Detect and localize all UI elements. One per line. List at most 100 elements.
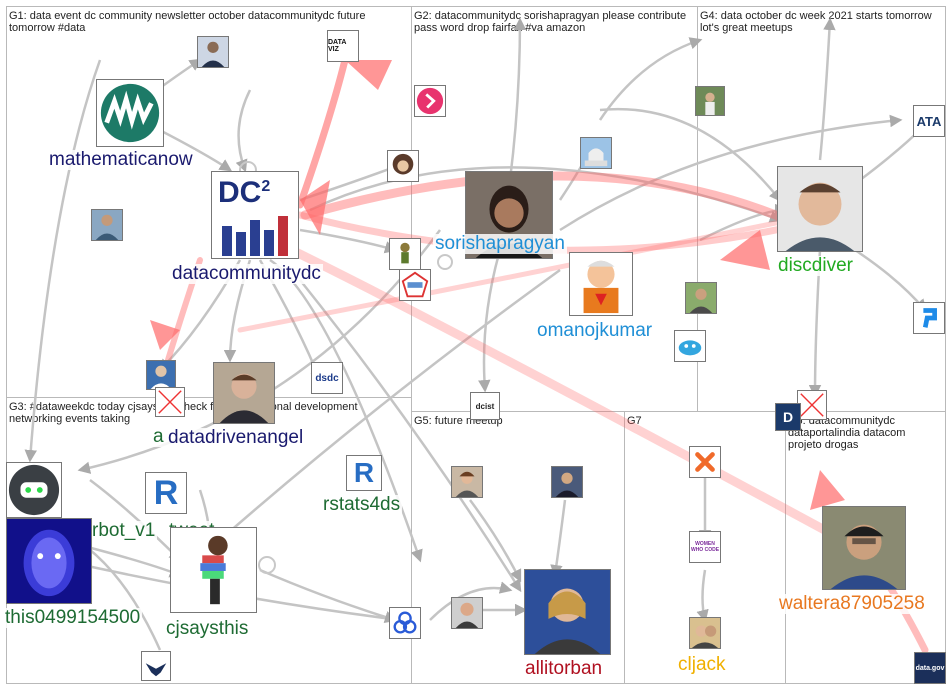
avatar-this0499154500[interactable] — [6, 518, 92, 604]
avatar-mathematicanow[interactable] — [96, 79, 164, 147]
person-icon — [686, 283, 716, 313]
avatar-data-viz[interactable]: DATA VIZ — [327, 30, 359, 62]
avatar-capitol[interactable] — [580, 137, 612, 169]
avatar-dsdc[interactable]: dsdc — [311, 362, 343, 394]
avatar-cljack[interactable] — [689, 617, 721, 649]
group-title-g7: G7 — [627, 415, 642, 427]
person-photo-icon — [778, 167, 862, 251]
bar-logo-icon — [222, 216, 288, 256]
person-icon — [198, 37, 228, 67]
red-arrowheads — [150, 60, 845, 510]
avatar-user-suit[interactable] — [197, 36, 229, 68]
broken-image-icon — [156, 388, 184, 416]
avatar-datacommunitydc[interactable]: DC2 — [211, 171, 299, 259]
person-icon — [147, 361, 175, 389]
person-photo-icon — [214, 363, 274, 423]
avatar-badge-logo[interactable] — [399, 269, 431, 301]
dark-logo-letter: D — [782, 409, 794, 425]
mathematica-logo-icon — [97, 80, 163, 146]
avatar-user-stage[interactable] — [551, 466, 583, 498]
blue-logo-icon — [914, 303, 944, 333]
avatar-user-outdoor[interactable] — [695, 86, 725, 116]
label-cljack: cljack — [676, 654, 728, 675]
label-rstats4ds: rstats4ds — [321, 494, 403, 515]
red-edges — [162, 56, 929, 654]
women-who-code-logo: WOMEN WHO CODE — [690, 541, 720, 553]
cartoon-books-icon — [171, 528, 256, 612]
label-sorishapragyan: sorishapragyan — [433, 233, 567, 254]
person-icon — [92, 210, 122, 240]
cloud-icon — [675, 331, 705, 361]
dsdc-logo: dsdc — [315, 372, 339, 384]
avatar-rstats4ds[interactable]: R — [346, 455, 382, 491]
person-photo-icon — [823, 507, 905, 589]
person-icon — [452, 598, 482, 628]
avatar-r-tweet[interactable]: R — [145, 472, 187, 514]
avatar-data-gov[interactable]: data.gov — [914, 652, 946, 684]
avatar-broken-image-1[interactable] — [155, 387, 185, 417]
label-rbot: rbot_v1 — [90, 520, 158, 541]
cartoon-person-icon — [388, 151, 418, 181]
cartoon-hero-icon — [570, 253, 632, 315]
person-icon — [690, 618, 720, 648]
digital-face-icon — [7, 519, 91, 603]
avatar-user-laptop[interactable] — [91, 209, 123, 241]
label-a-fragment: a — [151, 426, 166, 447]
avatar-datadrivenangel[interactable] — [213, 362, 275, 424]
dc2-logo-sup: 2 — [261, 178, 271, 195]
person-photo-icon — [525, 570, 610, 654]
avatar-pink-logo[interactable] — [414, 85, 446, 117]
label-omanojkumar: omanojkumar — [535, 320, 655, 341]
group-panel-g6 — [785, 411, 946, 684]
avatar-orange-x[interactable] — [689, 446, 721, 478]
avatar-blue-p[interactable] — [913, 302, 945, 334]
group-title-g1: G1: data event dc community newsletter o… — [9, 10, 366, 34]
label-discdiver: discdiver — [776, 255, 855, 276]
person-icon — [452, 467, 482, 497]
label-datadrivenangel: datadrivenangel — [166, 427, 306, 448]
dcist-logo: dcist — [475, 401, 495, 411]
label-waltera87905258: waltera87905258 — [777, 593, 927, 614]
avatar-user-man[interactable] — [451, 597, 483, 629]
avatar-women-who-code[interactable]: WOMEN WHO CODE — [689, 531, 721, 563]
avatar-user-small-1[interactable] — [146, 360, 176, 390]
avatar-broken-image-2[interactable] — [797, 390, 827, 420]
person-icon — [696, 87, 724, 115]
avatar-dark-logo[interactable]: D — [775, 403, 801, 431]
cartoon-figure-icon — [390, 239, 420, 269]
dc2-logo-text: DC — [218, 176, 262, 209]
broken-image-icon — [798, 391, 826, 419]
label-cjsaysthis: cjsaysthis — [164, 618, 251, 639]
avatar-user-curly[interactable] — [387, 150, 419, 182]
building-icon — [581, 138, 611, 168]
person-icon — [552, 467, 582, 497]
avatar-user-glasses[interactable] — [685, 282, 717, 314]
avatar-user-woman[interactable] — [451, 466, 483, 498]
avatar-eagle[interactable] — [141, 651, 171, 681]
group-title-g4: G4: data october dc week 2021 starts tom… — [700, 10, 932, 34]
dc2-logo: DC2 — [218, 176, 270, 210]
eagle-seal-icon — [142, 652, 170, 680]
avatar-ata[interactable]: ATA — [913, 105, 945, 137]
avatar-discdiver[interactable] — [777, 166, 863, 252]
avatar-cloud[interactable] — [674, 330, 706, 362]
avatar-waltera87905258[interactable] — [822, 506, 906, 590]
avatar-omanojkumar[interactable] — [569, 252, 633, 316]
avatar-cartoon-figure[interactable] — [389, 238, 421, 270]
label-mathematicanow: mathematicanow — [47, 149, 195, 170]
pink-logo-icon — [415, 86, 445, 116]
group-title-g2: G2: datacommunitydc sorishapragyan pleas… — [414, 10, 687, 34]
avatar-trefoil-logo[interactable] — [389, 607, 421, 639]
data-gov-logo: data.gov — [915, 664, 945, 672]
label-this0499154500: this0499154500 — [3, 607, 143, 628]
avatar-dcist[interactable]: dcist — [470, 392, 500, 420]
robot-icon — [7, 463, 61, 517]
avatar-allitorban[interactable] — [524, 569, 611, 655]
avatar-robot[interactable] — [6, 462, 62, 518]
trefoil-logo-icon — [390, 608, 420, 638]
orange-x-icon — [690, 447, 720, 477]
r-logo: R — [153, 473, 179, 512]
label-allitorban: allitorban — [523, 658, 605, 679]
avatar-cjsaysthis[interactable] — [170, 527, 257, 613]
